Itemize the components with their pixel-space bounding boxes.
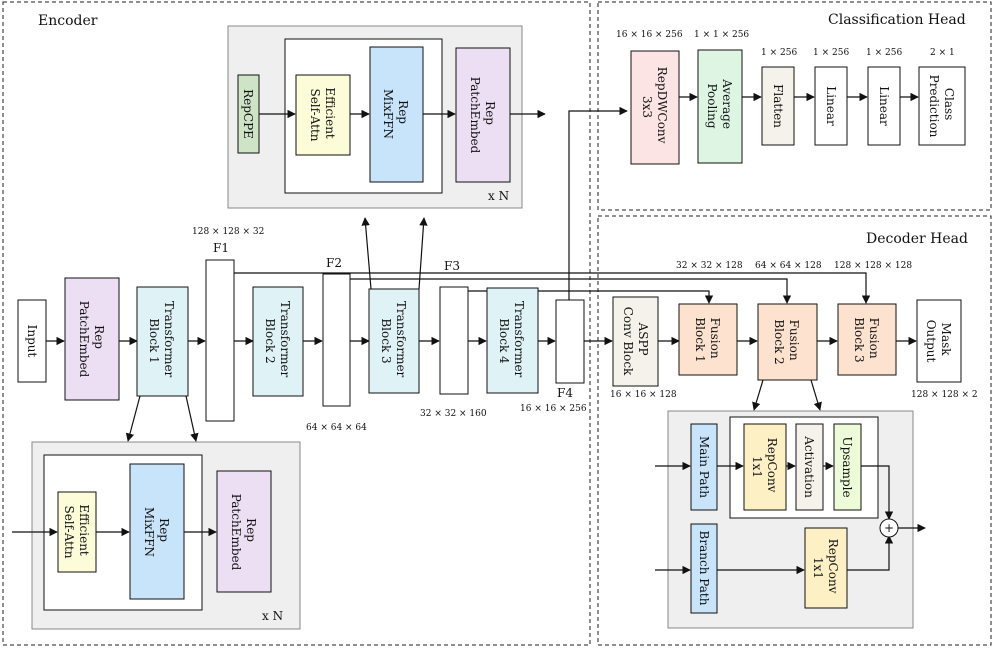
fusion-block-1: Fusion Block 1 [678,303,738,376]
svg-text:Fusion Block 1: Fusion Block 1 [693,317,722,362]
dim-cls-1: 16 × 16 × 256 [616,30,683,40]
svg-text:Linear: Linear [877,86,891,126]
svg-text:Rep PatchEmbed: Rep PatchEmbed [468,77,497,154]
svg-text:Branch Path: Branch Path [697,531,711,606]
feature-map-f1: F1 [205,241,235,422]
decoder-section: Decoder Head [597,215,992,646]
encoder-title: Encoder [38,13,98,29]
feature-map-f3: F3 [439,259,469,395]
dim-cls-2: 1 × 1 × 256 [694,30,749,40]
svg-text:RepConv 1x1: RepConv 1x1 [750,438,779,497]
svg-text:Efficient Self-Attn: Efficient Self-Attn [308,87,337,142]
svg-text:Transformer Block 1: Transformer Block 1 [147,301,176,381]
svg-text:Mask Output: Mask Output [924,320,953,363]
svg-text:Activation: Activation [802,435,816,498]
transformer-block-3: Transformer Block 3 [368,288,420,394]
dim-cls-3: 1 × 256 [761,48,797,58]
bottom-repeat-label: x N [262,609,283,623]
svg-text:Input: Input [25,325,39,358]
svg-text:Flatten: Flatten [771,84,785,128]
svg-text:Upsample: Upsample [840,436,854,497]
efficient-self-attn-bottom: Efficient Self-Attn [57,491,97,573]
top-repeat-label: x N [488,189,509,203]
dim-f2: 64 × 64 × 64 [306,423,367,433]
dim-dec-2: 64 × 64 × 128 [755,261,822,271]
svg-text:Main Path: Main Path [697,436,711,498]
activation-block: Activation [795,423,824,511]
svg-text:Linear: Linear [824,86,838,126]
dim-dec-3: 128 × 128 × 128 [834,261,912,271]
svg-text:Rep MixFFN: Rep MixFFN [381,89,410,139]
svg-text:F1: F1 [213,241,229,255]
fusion-block-2: Fusion Block 2 [757,303,818,381]
connectors [12,92,926,575]
dim-cls-4: 1 × 256 [813,48,849,58]
rep-patchembed-bottom: Rep PatchEmbed [216,470,272,593]
svg-text:+: + [884,521,894,535]
svg-text:Class Prediction: Class Prediction [927,75,956,138]
dim-dec-5: 128 × 128 × 2 [911,390,978,400]
input-block: Input [17,299,47,383]
add-node: + [879,518,899,538]
fusion-block-3: Fusion Block 3 [837,303,897,376]
svg-text:Transformer Block 4: Transformer Block 4 [497,301,526,381]
svg-text:Fusion Block 3: Fusion Block 3 [852,317,881,362]
dim-dec-4: 16 × 16 × 128 [610,390,677,400]
dim-dec-1: 32 × 32 × 128 [676,261,743,271]
repcpe-block: RepCPE [237,74,260,154]
feature-map-f4: F4 [555,299,585,400]
feature-map-f2: F2 [322,256,351,407]
branch-path-block: Branch Path [690,523,718,614]
aspp-conv-block: ASPP Conv Block [612,296,659,387]
svg-text:Efficient Self-Attn: Efficient Self-Attn [62,504,91,559]
rep-patchembed-block: Rep PatchEmbed [64,277,120,401]
average-pooling-block: Average Pooling [697,49,743,164]
dim-cls-5: 1 × 256 [866,48,902,58]
classification-section: Classification Head [597,1,992,211]
svg-text:Fusion Block 2: Fusion Block 2 [772,319,801,364]
flatten-block: Flatten [761,66,795,146]
dim-cls-6: 2 × 1 [930,48,955,58]
encoder-section: Encoder [2,1,591,646]
repconv-block-main: RepConv 1x1 [743,423,787,511]
rep-patchembed-top: Rep PatchEmbed [455,47,511,183]
svg-text:F2: F2 [326,256,342,270]
linear-block-2: Linear [867,66,901,146]
svg-text:RepCPE: RepCPE [241,89,255,139]
svg-text:Rep PatchEmbed: Rep PatchEmbed [229,494,258,571]
classification-title: Classification Head [828,12,966,28]
svg-text:RepDWConv 3x3: RepDWConv 3x3 [640,67,669,148]
efficient-self-attn-top: Efficient Self-Attn [295,74,351,156]
repdwconv-block: RepDWConv 3x3 [630,50,680,165]
svg-text:ASPP Conv Block: ASPP Conv Block [621,307,650,376]
dim-f3: 32 × 32 × 160 [420,409,487,419]
svg-text:Transformer Block 3: Transformer Block 3 [379,301,408,381]
class-prediction-block: Class Prediction [918,66,966,146]
dim-f4: 16 × 16 × 256 [520,404,587,414]
dim-f1: 128 × 128 × 32 [192,227,264,237]
rep-mixffn-bottom: Rep MixFFN [129,463,185,600]
svg-text:Transformer Block 2: Transformer Block 2 [263,301,292,381]
transformer-block-1: Transformer Block 1 [136,286,189,397]
repconv-block-branch: RepConv 1x1 [804,527,848,609]
svg-text:RepConv 1x1: RepConv 1x1 [811,539,840,598]
upsample-block: Upsample [833,423,862,511]
svg-text:Average Pooling: Average Pooling [705,78,734,133]
mask-output-block: Mask Output [916,299,962,383]
rep-mixffn-top: Rep MixFFN [369,46,424,183]
svg-text:Rep PatchEmbed: Rep PatchEmbed [77,301,106,378]
svg-text:F4: F4 [557,386,573,400]
linear-block-1: Linear [814,66,848,146]
decoder-title: Decoder Head [866,231,968,247]
svg-text:Rep MixFFN: Rep MixFFN [142,507,171,557]
svg-text:F3: F3 [444,259,460,273]
main-path-block: Main Path [690,423,718,511]
transformer-block-4: Transformer Block 4 [486,287,539,394]
transformer-block-2: Transformer Block 2 [252,286,304,397]
